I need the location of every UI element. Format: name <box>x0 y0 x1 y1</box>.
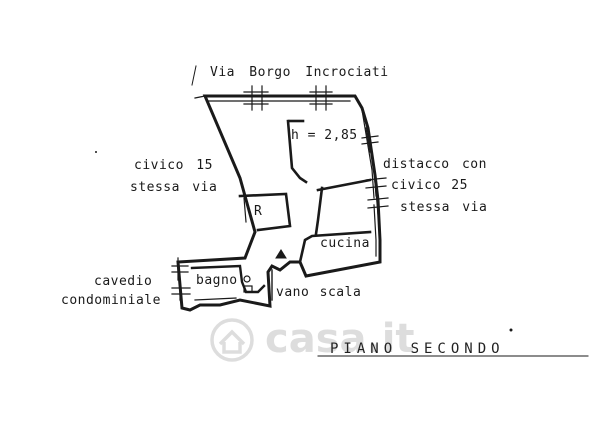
bathroom-label: bagno <box>196 273 238 288</box>
street-label: Via Borgo Incrociati <box>210 65 389 80</box>
corner-mark <box>191 65 197 86</box>
inner-wall-right-lower <box>373 204 377 257</box>
ink-dot <box>95 151 97 153</box>
partition-hall <box>286 119 308 184</box>
left-neighbor-line2: stessa via <box>130 180 218 195</box>
ink-dot <box>509 328 513 332</box>
inner-wall-right <box>361 109 375 199</box>
closet-r-inner <box>243 197 247 223</box>
bath-inner <box>194 297 237 301</box>
floor-label: PIANO SECONDO <box>330 341 505 357</box>
bath-sink-icon <box>243 275 251 283</box>
house-logo-icon <box>210 318 254 362</box>
watermark-text: casa.it <box>265 316 415 362</box>
right-neighbor-line3: stessa via <box>400 200 488 215</box>
kitchen-label: cucina <box>320 236 370 251</box>
right-neighbor-line2: civico 25 <box>391 178 468 193</box>
partition-kitchen-bottom <box>298 230 372 264</box>
street-windows <box>243 85 333 111</box>
right-neighbor-line1: distacco con <box>383 157 487 172</box>
partition-kitchen-left <box>314 186 324 236</box>
closet-r-walls <box>238 192 292 232</box>
partition-balcony <box>305 261 381 277</box>
room-r-label: R <box>254 204 263 219</box>
shaft-label-line2: condominiale <box>61 293 161 308</box>
bath-toilet-icon <box>243 285 253 293</box>
partition-kitchen-top <box>316 178 372 192</box>
stairwell-label: vano scala <box>276 285 362 300</box>
ceiling-height-label: h = 2,85 <box>291 128 358 143</box>
shaft-windows <box>171 257 191 301</box>
shaft-label-line1: cavedio <box>94 274 153 289</box>
left-neighbor-line1: civico 15 <box>134 158 213 173</box>
right-wall-windows <box>361 127 389 215</box>
stair-arrow-icon <box>275 249 287 259</box>
street-boundary-line <box>194 95 206 99</box>
